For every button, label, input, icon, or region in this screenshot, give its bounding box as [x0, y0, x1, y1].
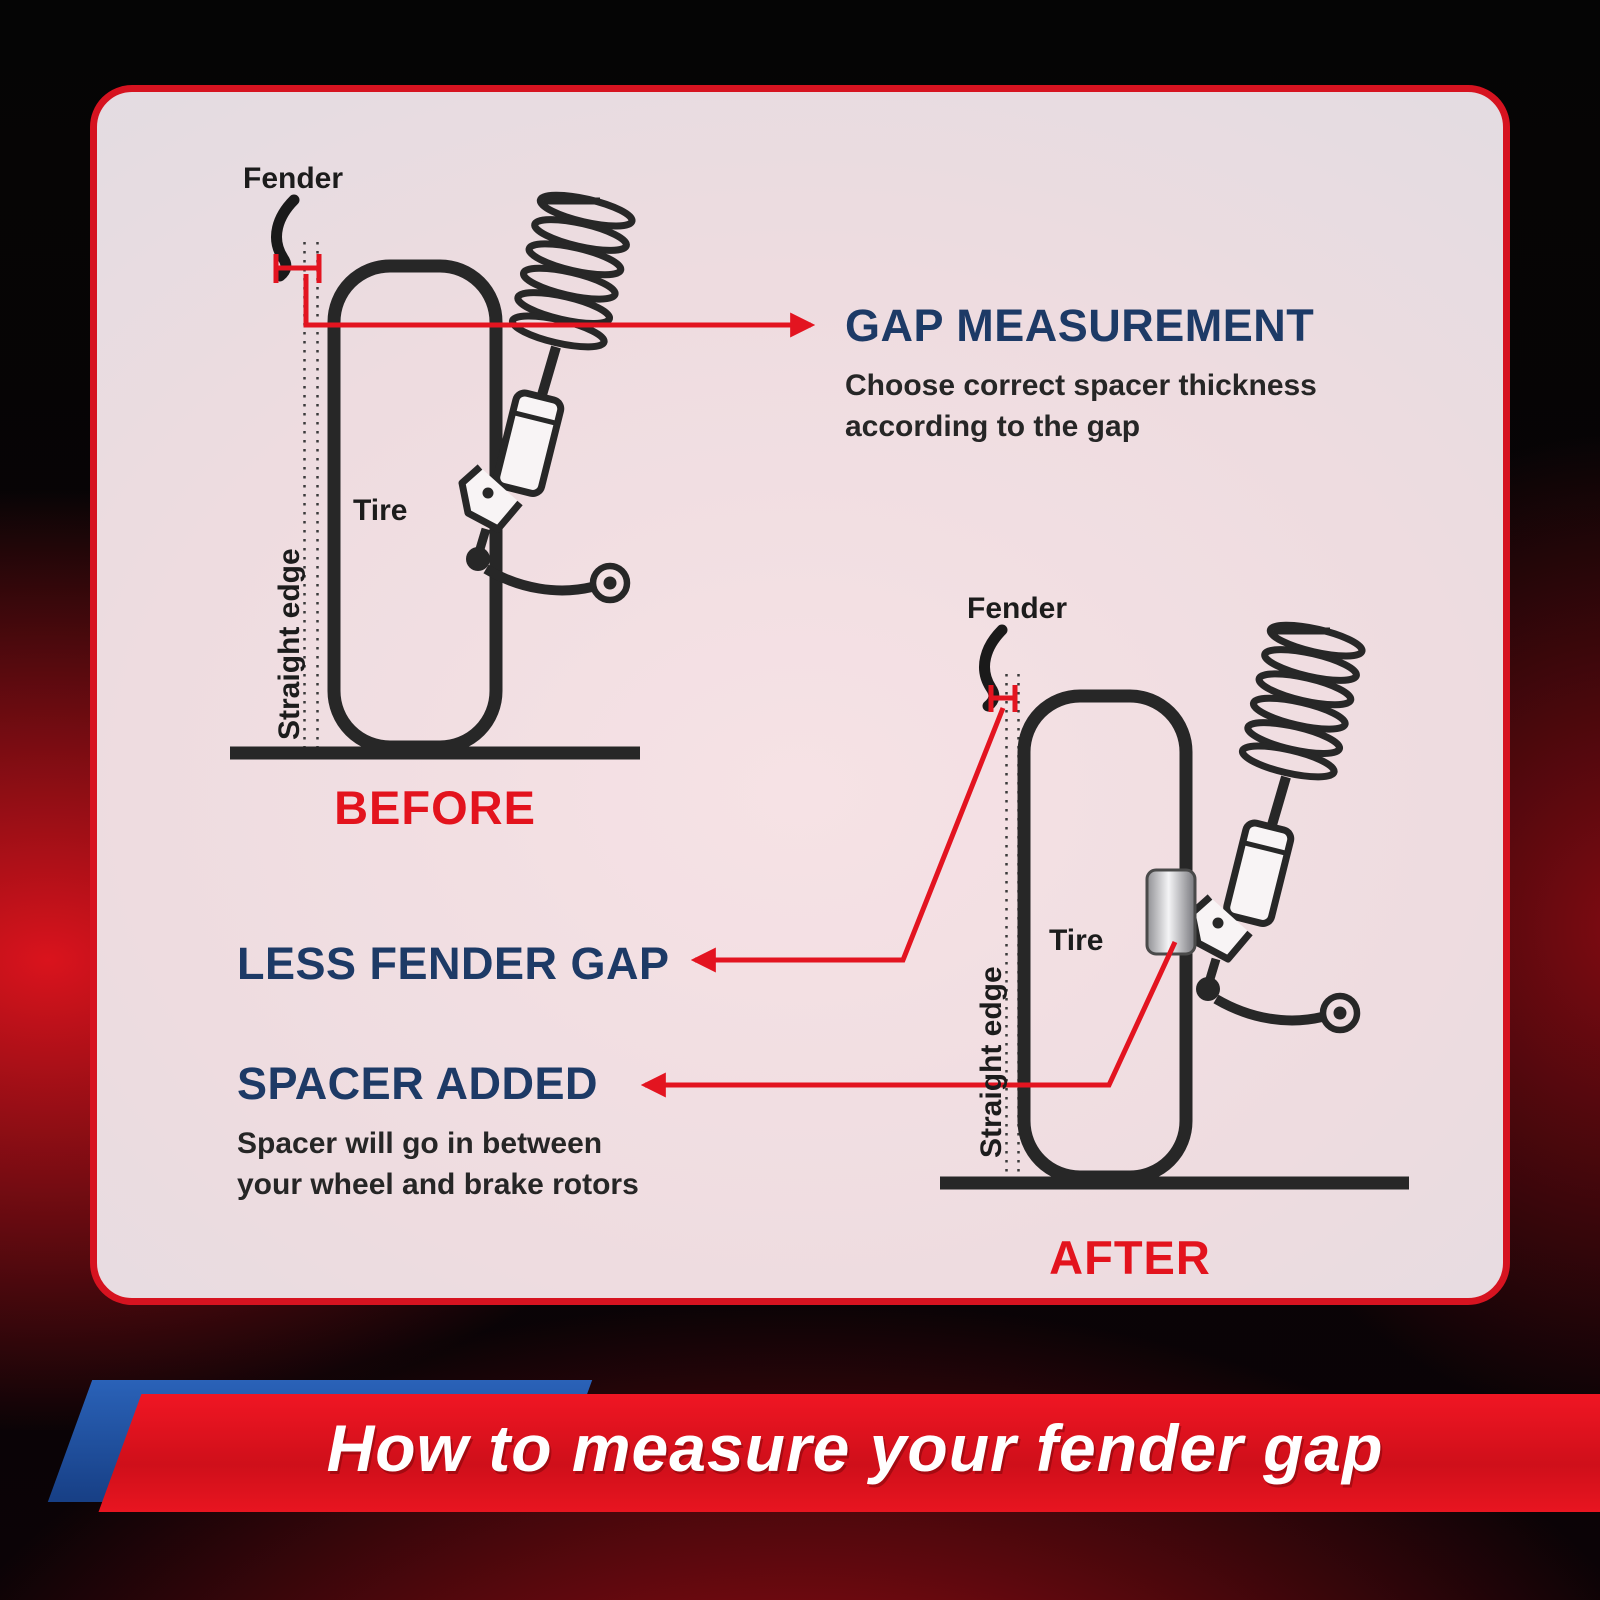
footer-banner: How to measure your fender gap: [0, 1380, 1600, 1518]
fender-curve-before: [271, 194, 300, 282]
tire-label-before: Tire: [353, 494, 408, 527]
less-fender-gap-title: LESS FENDER GAP: [237, 938, 670, 989]
gap-measurement-title: GAP MEASUREMENT: [845, 300, 1315, 351]
arrow-spacer-added: [640, 940, 1178, 1098]
fender-label-before: Fender: [243, 162, 344, 195]
caption-after: AFTER: [1049, 1231, 1211, 1284]
straight-edge-label-before: Straight edge: [273, 548, 306, 740]
spacer-added-description: Spacer will go in between your wheel and…: [237, 1127, 639, 1202]
diagram-artwork: [230, 92, 1409, 1190]
diagram-before: [230, 189, 816, 760]
tire-label-after: Tire: [1049, 924, 1104, 957]
fender-label-after: Fender: [967, 592, 1068, 625]
gap-measurement-annotation: GAP MEASUREMENT Choose correct spacer th…: [845, 300, 1317, 448]
wheel-spacer: [1145, 868, 1197, 956]
gap-marker-after: [988, 685, 1018, 712]
arrow-less-fender-gap: [690, 707, 1006, 973]
straight-edge-label-after: Straight edge: [975, 966, 1008, 1158]
gap-marker-before: [273, 254, 322, 283]
suspension-after: [1192, 619, 1365, 1030]
less-fender-gap-annotation: LESS FENDER GAP: [237, 938, 670, 990]
arrow-gap-measurement: [303, 274, 816, 338]
footer-title: How to measure your fender gap: [326, 1411, 1384, 1485]
suspension-before: [462, 189, 635, 600]
gap-measurement-description: Choose correct spacer thickness accordin…: [845, 369, 1317, 444]
spacer-added-title: SPACER ADDED: [237, 1058, 599, 1109]
caption-before: BEFORE: [334, 781, 536, 834]
spacer-added-annotation: SPACER ADDED Spacer will go in between y…: [237, 1058, 639, 1206]
infographic-panel: Fender Tire Straight edge BEFORE Fender …: [90, 85, 1510, 1305]
diagram-after: [640, 619, 1409, 1190]
